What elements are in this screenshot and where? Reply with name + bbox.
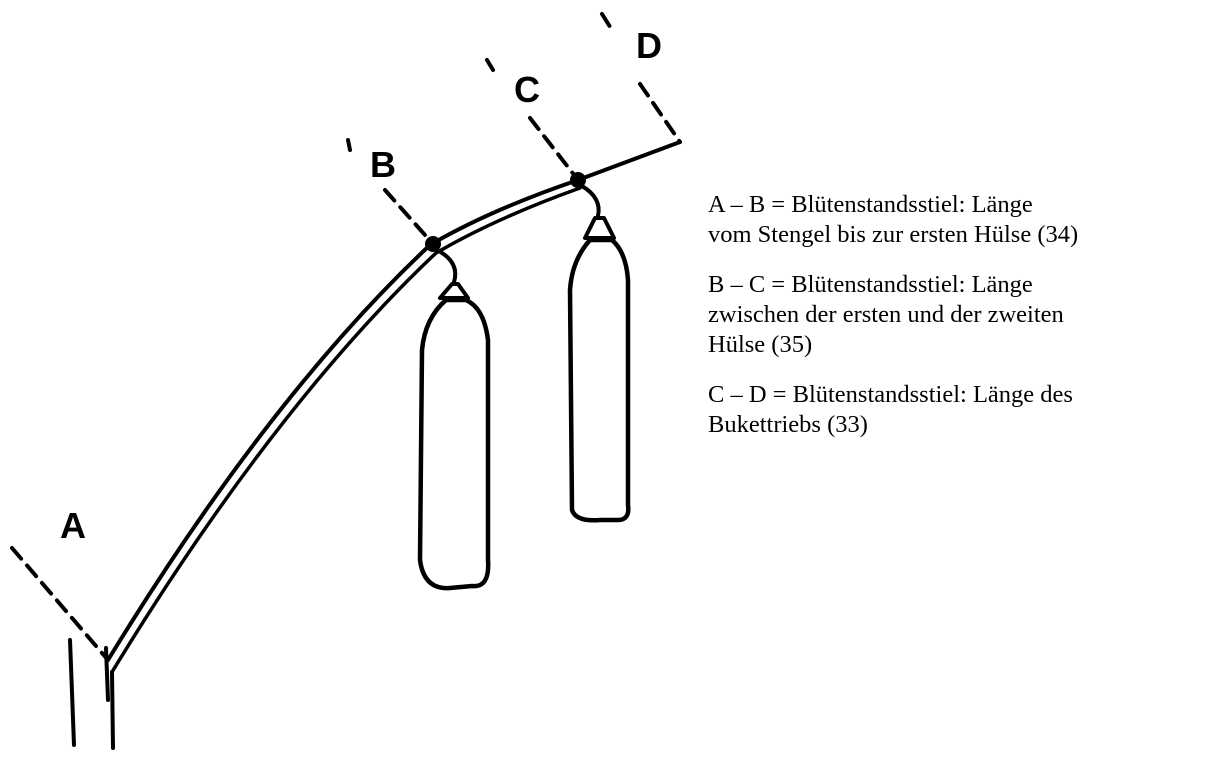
pod-1-stalk — [435, 248, 458, 284]
main-stem-left-edge — [68, 638, 76, 747]
legend-line: Bukettriebs (33) — [708, 411, 868, 438]
main-stem-lower-right-edge — [110, 670, 115, 750]
measurement-legend: A – B = Blütenstandsstiel: Länge vom Ste… — [708, 190, 1200, 460]
legend-item-c-d: C – D = Blütenstandsstiel: Länge des Buk… — [708, 380, 1200, 440]
legend-line: zwischen der ersten und der zweiten — [708, 301, 1064, 328]
pod-1-cap — [438, 282, 470, 300]
legend-item-b-c: B – C = Blütenstandsstiel: Länge zwische… — [708, 270, 1200, 360]
pod-2-body — [567, 237, 631, 523]
legend-line: B – C = Blütenstandsstiel: Länge — [708, 271, 1033, 298]
pod-1-body — [417, 297, 491, 591]
dash-b — [346, 138, 435, 246]
label-b: B — [370, 144, 396, 185]
peduncle-outer-line — [106, 140, 682, 662]
pod-2-stalk — [580, 184, 601, 218]
legend-item-a-b: A – B = Blütenstandsstiel: Länge vom Ste… — [708, 190, 1200, 250]
label-c: C — [514, 69, 540, 110]
dash-d — [600, 12, 682, 144]
pod-2-cap — [583, 216, 616, 240]
legend-line: C – D = Blütenstandsstiel: Länge des — [708, 381, 1073, 408]
peduncle-inner-line — [110, 186, 582, 674]
legend-line: A – B = Blütenstandsstiel: Länge — [708, 191, 1033, 218]
legend-line: Hülse (35) — [708, 331, 813, 358]
label-d: D — [636, 25, 662, 66]
legend-line: vom Stengel bis zur ersten Hülse (34) — [708, 221, 1079, 248]
dash-a — [10, 546, 110, 662]
dash-c — [485, 58, 580, 182]
label-a: A — [60, 505, 86, 546]
